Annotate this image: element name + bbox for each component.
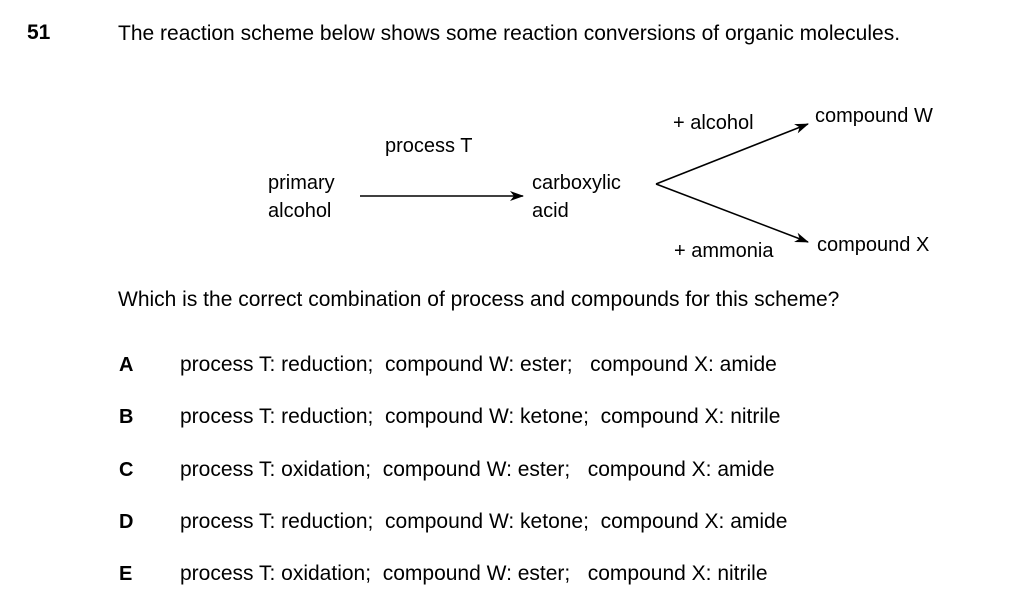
option-text: process T: reduction; compound W: ester;… — [180, 353, 777, 376]
option-letter: C — [119, 459, 134, 481]
upper-branch-arrow — [655, 123, 809, 185]
option-text: process T: reduction; compound W: ketone… — [180, 405, 781, 428]
option-letter: E — [119, 563, 133, 585]
process-t-label: process T — [385, 135, 473, 157]
primary-alcohol-label: primary alcohol — [268, 169, 335, 225]
question-prompt: Which is the correct combination of proc… — [118, 288, 840, 311]
option-text: process T: reduction; compound W: ketone… — [180, 510, 788, 533]
compound-w-label: compound W — [815, 105, 933, 127]
alcohol-reagent-label: + alcohol — [673, 112, 754, 134]
option-letter: D — [119, 511, 134, 533]
lower-branch-arrow — [655, 183, 809, 243]
carboxylic-acid-label: carboxylic acid — [532, 169, 621, 225]
option-letter: A — [119, 354, 134, 376]
carboxylic-acid-line2: acid — [532, 200, 569, 222]
ammonia-reagent-label: + ammonia — [674, 240, 774, 262]
option-letter: B — [119, 406, 134, 428]
compound-x-label: compound X — [817, 234, 930, 256]
primary-alcohol-line2: alcohol — [268, 200, 332, 222]
question-number: 51 — [27, 21, 51, 44]
primary-alcohol-line1: primary — [268, 172, 335, 194]
option-text: process T: oxidation; compound W: ester;… — [180, 562, 768, 585]
option-text: process T: oxidation; compound W: ester;… — [180, 458, 775, 481]
question-stem: The reaction scheme below shows some rea… — [118, 22, 901, 45]
carboxylic-acid-line1: carboxylic — [532, 172, 621, 194]
